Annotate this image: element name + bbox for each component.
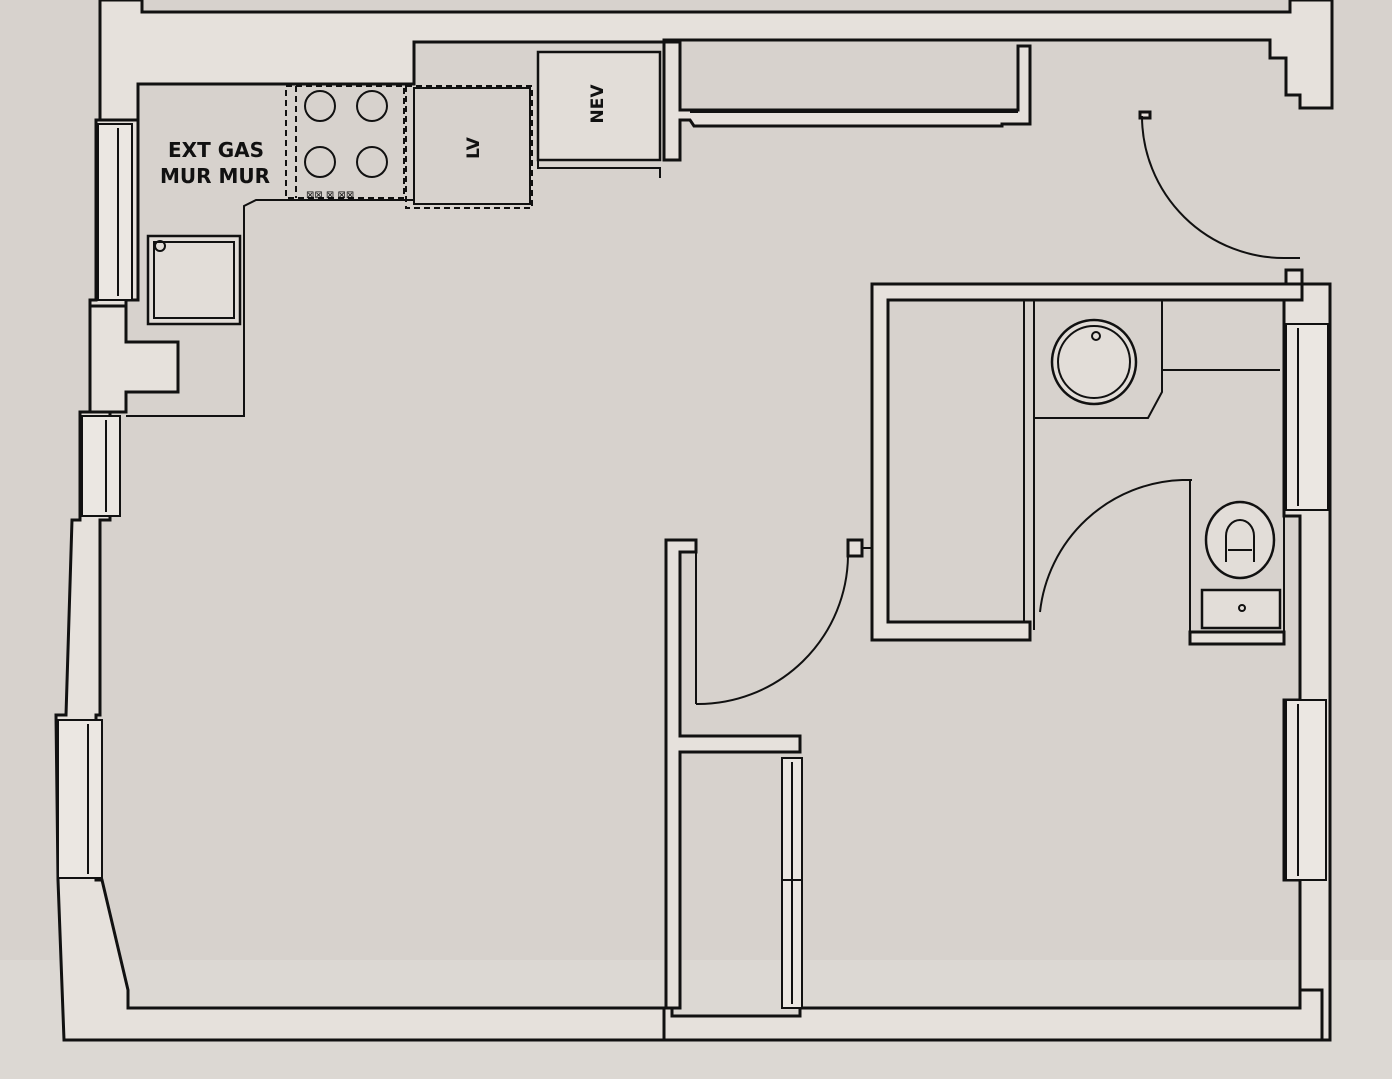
shower-drain-icon xyxy=(1050,318,1138,406)
bedroom-partition xyxy=(664,538,849,1010)
nev-label: NEV xyxy=(588,84,608,124)
kitchen-counter xyxy=(126,83,414,417)
window-left-2 xyxy=(81,415,121,517)
ext-gas-label-line1: EXT GAS xyxy=(168,138,264,162)
kitchen-sink xyxy=(146,234,242,326)
duct-column xyxy=(88,304,180,414)
toilet-tank xyxy=(1200,588,1282,630)
bathroom xyxy=(846,282,1304,646)
knob-icon: ⊠⊠ ⊠ ⊠⊠ xyxy=(306,190,354,201)
window-right-1 xyxy=(1285,323,1329,511)
ext-gas-label-line2: MUR MUR xyxy=(160,164,270,188)
wardrobe xyxy=(781,757,803,1009)
burner-icon xyxy=(304,90,336,122)
right-windows xyxy=(1285,323,1329,881)
window-left-1 xyxy=(97,123,133,301)
cooktop: ⊠⊠ ⊠ ⊠⊠ xyxy=(285,85,405,201)
window-left-3 xyxy=(57,719,103,879)
burner-icon xyxy=(356,90,388,122)
fridge-nev: NEV xyxy=(536,50,662,178)
left-windows xyxy=(57,123,133,879)
lv-label: LV xyxy=(464,136,484,158)
burner-icon xyxy=(356,146,388,178)
dishwasher-lv: LV xyxy=(405,85,533,209)
window-right-2 xyxy=(1285,699,1327,881)
entrance-door xyxy=(1138,110,1300,260)
burner-icon xyxy=(304,146,336,178)
top-closet xyxy=(662,40,1032,162)
toilet-bowl xyxy=(1204,500,1276,580)
